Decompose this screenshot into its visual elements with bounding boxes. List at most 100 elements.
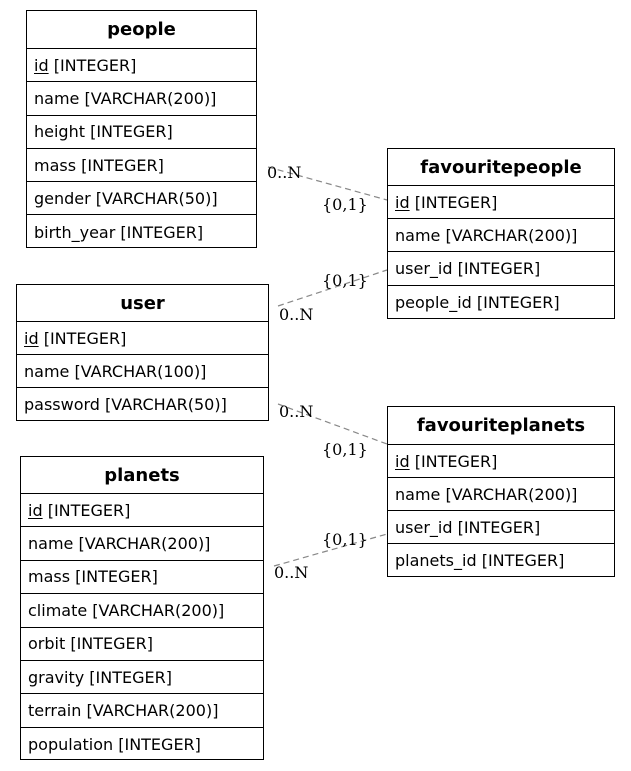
- attribute-row: id [INTEGER]: [388, 186, 614, 220]
- attribute-name: population: [28, 734, 114, 754]
- attribute-row: terrain [VARCHAR(200)]: [21, 694, 263, 728]
- entity-planets[interactable]: planets id [INTEGER]name [VARCHAR(200)]m…: [20, 456, 264, 760]
- edge-user-favouritepeople: [277, 269, 388, 307]
- attribute-name: gender: [34, 188, 91, 208]
- attribute-type: [VARCHAR(200)]: [73, 534, 211, 554]
- attribute-row: name [VARCHAR(200)]: [21, 527, 263, 561]
- attribute-type: [VARCHAR(200)]: [81, 701, 219, 721]
- attribute-list: id [INTEGER]name [VARCHAR(200)]mass [INT…: [21, 494, 263, 761]
- attribute-row: population [INTEGER]: [21, 728, 263, 761]
- attribute-row: name [VARCHAR(100)]: [17, 355, 268, 388]
- entity-title: people: [27, 11, 256, 49]
- cardinality-favouritepeople-user-one: {0,1}: [322, 271, 368, 290]
- attribute-name: name: [28, 534, 74, 554]
- attribute-type: [VARCHAR(200)]: [440, 225, 578, 245]
- attribute-name: name: [34, 88, 80, 108]
- attribute-type: [INTEGER]: [409, 451, 498, 471]
- attribute-name: name: [395, 225, 441, 245]
- attribute-name: mass: [34, 155, 77, 175]
- primary-key-name: id: [395, 451, 410, 471]
- attribute-name: climate: [28, 600, 88, 620]
- entity-favouriteplanets[interactable]: favouriteplanets id [INTEGER]name [VARCH…: [387, 406, 615, 577]
- attribute-name: gravity: [28, 667, 85, 687]
- attribute-type: [INTEGER]: [65, 634, 154, 654]
- attribute-row: id [INTEGER]: [388, 445, 614, 478]
- attribute-name: birth_year: [34, 222, 116, 242]
- attribute-row: id [INTEGER]: [27, 49, 256, 83]
- cardinality-favouriteplanets-planets-one: {0,1}: [322, 530, 368, 549]
- attribute-row: planets_id [INTEGER]: [388, 544, 614, 577]
- attribute-type: [INTEGER]: [84, 667, 172, 687]
- attribute-row: climate [VARCHAR(200)]: [21, 594, 263, 628]
- attribute-row: people_id [INTEGER]: [388, 286, 614, 319]
- primary-key-name: id: [34, 55, 49, 75]
- attribute-type: [INTEGER]: [113, 734, 201, 754]
- cardinality-people-many: 0..N: [267, 163, 302, 182]
- attribute-type: [VARCHAR(50)]: [90, 188, 218, 208]
- attribute-row: password [VARCHAR(50)]: [17, 388, 268, 421]
- attribute-name: planets_id: [395, 551, 477, 570]
- attribute-type: [INTEGER]: [38, 328, 127, 348]
- attribute-row: user_id [INTEGER]: [388, 252, 614, 286]
- attribute-type: [INTEGER]: [471, 292, 560, 312]
- attribute-row: name [VARCHAR(200)]: [27, 82, 256, 116]
- primary-key-name: id: [24, 328, 39, 348]
- attribute-row: gender [VARCHAR(50)]: [27, 182, 256, 216]
- attribute-type: [VARCHAR(100)]: [69, 361, 207, 381]
- attribute-row: id [INTEGER]: [21, 494, 263, 528]
- attribute-row: height [INTEGER]: [27, 116, 256, 149]
- attribute-type: [INTEGER]: [76, 155, 164, 175]
- attribute-type: [VARCHAR(200)]: [87, 600, 225, 620]
- attribute-row: mass [INTEGER]: [27, 149, 256, 183]
- attribute-type: [INTEGER]: [85, 122, 173, 142]
- attribute-list: id [INTEGER]name [VARCHAR(200)]height [I…: [27, 49, 256, 249]
- attribute-type: [VARCHAR(200)]: [440, 484, 578, 504]
- primary-key-name: id: [28, 500, 43, 520]
- entity-people[interactable]: people id [INTEGER]name [VARCHAR(200)]he…: [26, 10, 257, 248]
- attribute-name: mass: [28, 567, 71, 587]
- cardinality-favouriteplanets-user-one: {0,1}: [322, 440, 368, 459]
- entity-favouritepeople[interactable]: favouritepeople id [INTEGER]name [VARCHA…: [387, 148, 615, 319]
- attribute-name: terrain: [28, 701, 82, 721]
- attribute-row: user_id [INTEGER]: [388, 511, 614, 544]
- entity-title: favouriteplanets: [388, 407, 614, 445]
- attribute-name: name: [24, 361, 70, 381]
- cardinality-favouritepeople-people-one: {0,1}: [322, 195, 368, 214]
- attribute-type: [INTEGER]: [476, 551, 565, 570]
- attribute-row: id [INTEGER]: [17, 322, 268, 355]
- attribute-list: id [INTEGER]name [VARCHAR(100)]password …: [17, 322, 268, 421]
- cardinality-planets-many: 0..N: [274, 563, 309, 582]
- attribute-type: [INTEGER]: [42, 500, 131, 520]
- attribute-type: [VARCHAR(50)]: [99, 395, 227, 414]
- attribute-row: birth_year [INTEGER]: [27, 215, 256, 248]
- attribute-name: height: [34, 122, 85, 142]
- cardinality-user-favouritepeople-many: 0..N: [279, 305, 314, 324]
- attribute-type: [INTEGER]: [115, 222, 204, 242]
- attribute-name: user_id: [395, 517, 453, 537]
- entity-title: user: [17, 285, 268, 322]
- attribute-type: [INTEGER]: [48, 55, 137, 75]
- attribute-type: [INTEGER]: [409, 192, 498, 212]
- attribute-name: password: [24, 395, 100, 414]
- attribute-list: id [INTEGER]name [VARCHAR(200)]user_id […: [388, 445, 614, 577]
- attribute-name: people_id: [395, 292, 472, 312]
- attribute-type: [VARCHAR(200)]: [79, 88, 217, 108]
- attribute-name: name: [395, 484, 441, 504]
- attribute-row: name [VARCHAR(200)]: [388, 219, 614, 253]
- entity-user[interactable]: user id [INTEGER]name [VARCHAR(100)]pass…: [16, 284, 269, 421]
- attribute-row: orbit [INTEGER]: [21, 628, 263, 661]
- attribute-type: [INTEGER]: [70, 567, 158, 587]
- attribute-list: id [INTEGER]name [VARCHAR(200)]user_id […: [388, 186, 614, 319]
- attribute-name: orbit: [28, 634, 66, 654]
- attribute-type: [INTEGER]: [452, 517, 541, 537]
- attribute-row: name [VARCHAR(200)]: [388, 478, 614, 511]
- attribute-name: user_id: [395, 258, 453, 278]
- attribute-row: gravity [INTEGER]: [21, 661, 263, 695]
- edge-people-favouritepeople: [267, 166, 388, 201]
- attribute-type: [INTEGER]: [452, 258, 541, 278]
- primary-key-name: id: [395, 192, 410, 212]
- attribute-row: mass [INTEGER]: [21, 561, 263, 595]
- entity-title: planets: [21, 457, 263, 494]
- entity-title: favouritepeople: [388, 149, 614, 186]
